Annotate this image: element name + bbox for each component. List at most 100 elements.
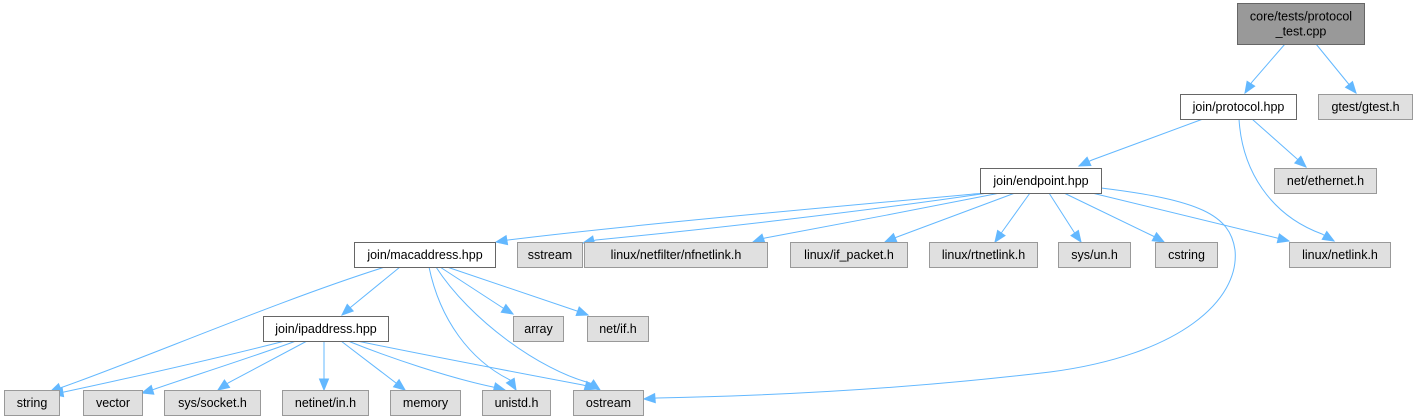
node-net-if: net/if.h [587, 316, 649, 342]
arrowhead-icon [994, 229, 1006, 244]
edge-line [439, 266, 514, 315]
node-label: net/if.h [599, 322, 637, 336]
node-box [1237, 3, 1365, 45]
edge-line [356, 340, 597, 390]
edge-line [1091, 192, 1290, 242]
node-box [573, 390, 644, 416]
edge-line [51, 340, 286, 395]
node-label: netinet/in.h [295, 396, 356, 410]
node-label: cstring [1168, 248, 1205, 262]
node-box [83, 390, 143, 416]
edge-endpoint-to-netlink [1091, 192, 1291, 244]
edge-protocol-to-endpoint [1077, 118, 1204, 167]
arrowhead-icon [140, 384, 155, 395]
node-label: linux/netlink.h [1302, 248, 1378, 262]
edge-protocol-to-ethernet [1251, 118, 1307, 168]
edge-macaddress-to-unistd [428, 266, 517, 392]
edge-line [435, 266, 601, 391]
node-rtnetlink: linux/rtnetlink.h [929, 242, 1038, 268]
arrowhead-icon [494, 234, 509, 246]
node-label: join/protocol.hpp [1192, 100, 1285, 114]
node-string: string [4, 390, 60, 416]
edge-line [428, 266, 517, 391]
node-root[interactable]: core/tests/protocol_test.cpp [1237, 3, 1365, 45]
arrowhead-icon [583, 380, 598, 391]
edge-line [446, 266, 589, 316]
arrowhead-icon [642, 392, 656, 404]
node-sstream: sstream [517, 242, 583, 268]
edge-line [643, 187, 1236, 400]
arrowhead-icon [1244, 80, 1256, 95]
edge-endpoint-to-rtnetlink [994, 192, 1031, 244]
arrowhead-icon [1070, 229, 1082, 244]
node-label: linux/netfilter/nfnetlink.h [611, 248, 742, 262]
node-cstring: cstring [1155, 242, 1218, 268]
node-label: ostream [586, 396, 631, 410]
node-box [1155, 242, 1218, 268]
node-box [929, 242, 1038, 268]
edge-line [141, 340, 297, 394]
edge-ipaddress-to-sys_socket [216, 340, 308, 391]
edge-line [582, 192, 989, 244]
edge-ipaddress-to-memory [340, 340, 407, 391]
node-gtest: gtest/gtest.h [1318, 94, 1413, 120]
arrowhead-icon [341, 303, 355, 316]
node-label: array [524, 322, 553, 336]
arrowhead-icon [883, 232, 898, 243]
node-box [263, 316, 389, 342]
node-label: string [17, 396, 48, 410]
node-box [1289, 242, 1391, 268]
node-label: sys/un.h [1071, 248, 1118, 262]
node-box [584, 242, 768, 268]
node-macaddress[interactable]: join/macaddress.hpp [354, 242, 496, 268]
node-label: _test.cpp [1275, 25, 1327, 39]
edge-line [49, 266, 386, 393]
node-box [587, 316, 649, 342]
node-protocol[interactable]: join/protocol.hpp [1180, 94, 1297, 120]
edge-macaddress-to-ipaddress [341, 266, 401, 316]
node-label: net/ethernet.h [1287, 174, 1364, 188]
node-box [517, 242, 583, 268]
node-box [980, 168, 1102, 194]
node-label: unistd.h [495, 396, 539, 410]
node-box [282, 390, 369, 416]
nodes-layer: core/tests/protocol_test.cpp join/protoco… [4, 3, 1413, 416]
edge-ipaddress-to-unistd [347, 340, 507, 393]
node-ethernet: net/ethernet.h [1274, 168, 1377, 194]
arrowhead-icon [318, 378, 330, 392]
arrowhead-icon [1276, 233, 1291, 244]
node-array: array [513, 316, 564, 342]
node-ostream: ostream [573, 390, 644, 416]
node-box [4, 390, 60, 416]
arrowhead-icon [575, 306, 590, 316]
edge-line [217, 340, 308, 391]
node-sys-un: sys/un.h [1058, 242, 1131, 268]
node-netlink: linux/netlink.h [1289, 242, 1391, 268]
node-box [390, 390, 461, 416]
arrowhead-icon [1151, 231, 1166, 243]
node-if-packet: linux/if_packet.h [790, 242, 908, 268]
edge-ipaddress-to-string [50, 340, 286, 398]
arrowhead-icon [1344, 80, 1357, 95]
arrowhead-icon [505, 377, 517, 392]
edge-endpoint-to-sys_un [1048, 192, 1082, 244]
edge-ipaddress-to-netinet_in [318, 341, 330, 392]
node-label: core/tests/protocol [1250, 10, 1352, 24]
edge-ipaddress-to-vector [140, 340, 297, 395]
node-label: linux/rtnetlink.h [942, 248, 1025, 262]
node-ipaddress[interactable]: join/ipaddress.hpp [263, 316, 389, 342]
node-label: join/ipaddress.hpp [274, 322, 377, 336]
edge-line [1238, 118, 1335, 242]
node-netinet-in: netinet/in.h [282, 390, 369, 416]
edge-macaddress-to-net_if [446, 266, 590, 316]
node-memory: memory [390, 390, 461, 416]
node-label: sys/socket.h [178, 396, 247, 410]
arrowhead-icon [1077, 156, 1092, 167]
edge-endpoint-to-cstring [1063, 192, 1166, 243]
edge-ipaddress-to-ostream [356, 340, 598, 391]
edge-line [752, 192, 1001, 243]
node-nfnetlink: linux/netfilter/nfnetlink.h [584, 242, 768, 268]
node-endpoint[interactable]: join/endpoint.hpp [980, 168, 1102, 194]
node-vector: vector [83, 390, 143, 416]
